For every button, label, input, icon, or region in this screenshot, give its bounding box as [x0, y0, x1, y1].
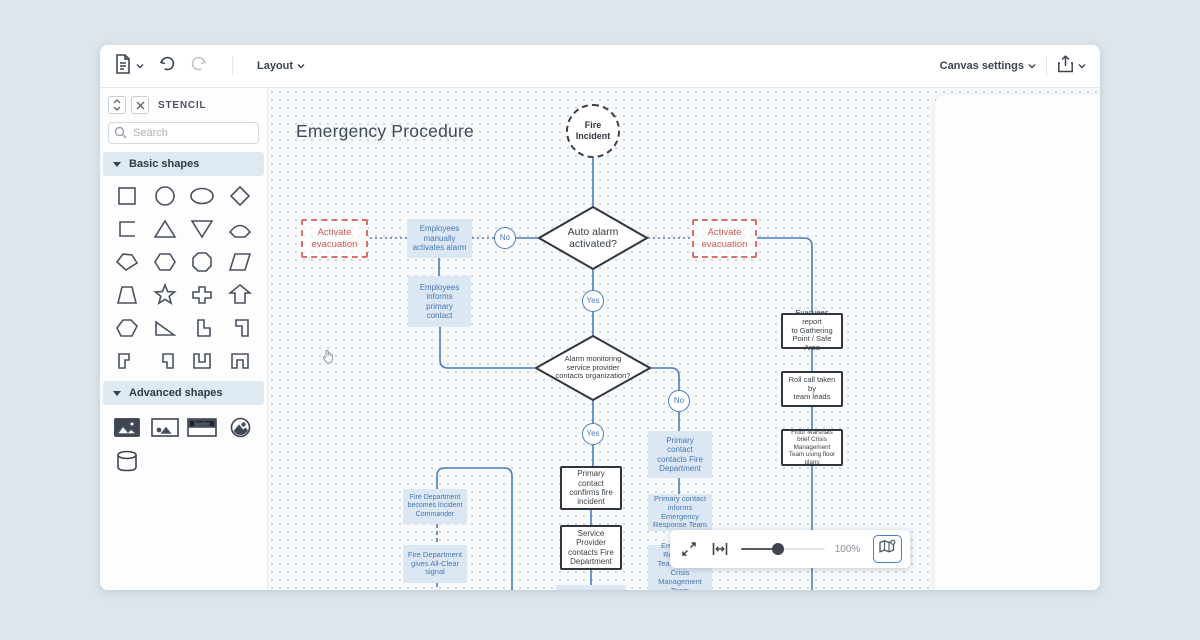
basic-shapes-label: Basic shapes: [129, 158, 200, 170]
redo-button[interactable]: [190, 55, 208, 78]
blank-page-area: [935, 95, 1100, 590]
layout-label: Layout: [257, 60, 294, 72]
bridge-shape-shape-icon[interactable]: [221, 349, 259, 373]
share-icon: [1057, 54, 1074, 78]
node-activate-evacuation-right[interactable]: Activate evacuation: [692, 219, 757, 258]
l-shape-shape-icon[interactable]: [184, 316, 222, 340]
zoom-control-panel: 100%: [670, 530, 910, 568]
canvas-settings-button[interactable]: Canvas settings: [940, 60, 1036, 72]
stencil-search-input[interactable]: [108, 122, 259, 144]
node-fire-department-gives-all-clear-signal[interactable]: Fire Department gives All-Clear signal: [403, 545, 467, 583]
node-floor-marshals-brief-crisis-management-team[interactable]: Floor Marshals brief Crisis Management T…: [781, 429, 843, 466]
advanced-shapes-section-header[interactable]: Advanced shapes: [103, 381, 264, 405]
arrow-up-shape-icon[interactable]: [221, 283, 259, 307]
stencil-panel-title: STENCIL: [158, 99, 207, 111]
document-menu-button[interactable]: [114, 53, 144, 79]
minimap-button[interactable]: [872, 535, 902, 563]
fan-shape-icon[interactable]: [221, 217, 259, 241]
step-up-shape-icon[interactable]: [146, 349, 184, 373]
node-primary-contact-contacts-fire-department[interactable]: Primary contact contacts Fire Department: [648, 431, 712, 478]
node-alarm-monitoring[interactable]: Alarm monitoring service provider contac…: [535, 335, 651, 401]
node-fire-incident[interactable]: Fire Incident: [566, 104, 620, 158]
image-outline-shape-icon[interactable]: [146, 415, 184, 439]
triangle-down-icon: [113, 161, 121, 167]
advanced-shapes-label: Advanced shapes: [129, 387, 223, 399]
trapezoid-shape-icon[interactable]: [108, 283, 146, 307]
collapse-panel-button[interactable]: [108, 96, 126, 114]
node-label-yes-1[interactable]: Yes: [582, 290, 604, 312]
triangle-down-icon: [113, 390, 121, 396]
node-employees-informs-primary-contact[interactable]: Employees informs primary contact: [408, 276, 471, 327]
toolbar-divider: [1046, 56, 1047, 76]
ellipse-shape-icon[interactable]: [184, 184, 222, 208]
node-employees-manually-activates-alarm[interactable]: Employees manually activates alarm: [407, 219, 472, 258]
advanced-shapes-grid: header: [100, 407, 267, 481]
cross-shape-icon[interactable]: [184, 283, 222, 307]
export-share-button[interactable]: [1057, 54, 1086, 78]
diagram-canvas[interactable]: Emergency Procedure: [268, 88, 1100, 590]
node-fire-department-becomes-incident-commander[interactable]: Fire Department becomes Incident Command…: [403, 489, 467, 524]
node-label-no-2[interactable]: No: [668, 390, 690, 412]
fit-to-width-icon[interactable]: [709, 538, 730, 560]
hexagon-shape-icon[interactable]: [146, 250, 184, 274]
chevron-down-icon: [1078, 62, 1086, 70]
node-activate-evacuation-left[interactable]: Activate evacuation: [301, 219, 368, 258]
circle-shape-icon[interactable]: [146, 184, 184, 208]
redo-icon: [190, 55, 208, 78]
top-toolbar: Layout Canvas settings: [100, 45, 1100, 88]
chevron-down-icon: [297, 62, 305, 70]
hand-cursor-icon: [322, 349, 335, 369]
node-primary-contact-informs-emergency-response-team[interactable]: Primary contact informs Emergency Respon…: [648, 494, 712, 531]
step-down-shape-icon[interactable]: [108, 349, 146, 373]
node-evacuees-report-to-gathering-point[interactable]: Evacuees report to Gathering Point / Saf…: [781, 308, 843, 352]
app-window: Layout Canvas settings STENCIL: [100, 45, 1100, 590]
image-circle-shape-icon[interactable]: [221, 415, 259, 439]
right-triangle-shape-icon[interactable]: [146, 316, 184, 340]
node-service-provider-contacts-fire-department[interactable]: Service Provider contacts Fire Departmen…: [560, 525, 622, 570]
pentagon-shape-icon[interactable]: [108, 250, 146, 274]
chevron-down-icon: [136, 62, 144, 70]
zoom-level-value: 100%: [834, 543, 861, 555]
basic-shapes-section-header[interactable]: Basic shapes: [103, 152, 264, 176]
chevron-down-icon: [1028, 62, 1036, 70]
zoom-slider-thumb[interactable]: [771, 543, 784, 555]
diagram-title[interactable]: Emergency Procedure: [296, 121, 474, 141]
node-label-yes-2[interactable]: Yes: [582, 423, 604, 445]
octagon-shape-icon[interactable]: [184, 250, 222, 274]
triangle-shape-icon[interactable]: [146, 217, 184, 241]
node-label-no-1[interactable]: No: [494, 227, 516, 249]
blob-shape-icon[interactable]: [108, 316, 146, 340]
node-roll-call-taken-by-team-leads[interactable]: Roll call taken by team leads: [781, 371, 843, 407]
fullscreen-icon[interactable]: [678, 538, 699, 560]
triangle-down-shape-icon[interactable]: [184, 217, 222, 241]
minimap-icon: [879, 539, 896, 559]
close-panel-button[interactable]: [131, 96, 149, 114]
toolbar-divider: [232, 56, 233, 76]
bracket-shape-icon[interactable]: [108, 217, 146, 241]
connector-lines: [368, 158, 813, 590]
header-box-shape-icon[interactable]: header: [184, 415, 222, 439]
square-shape-icon[interactable]: [108, 184, 146, 208]
zoom-slider[interactable]: [740, 542, 825, 556]
parallelogram-shape-icon[interactable]: [221, 250, 259, 274]
undo-button[interactable]: [158, 55, 176, 78]
cylinder-shape-icon[interactable]: [108, 449, 146, 473]
diamond-shape-icon[interactable]: [221, 184, 259, 208]
search-icon: [114, 126, 127, 144]
node-partial-bottom-node[interactable]: [556, 585, 626, 590]
basic-shapes-grid: [100, 178, 267, 379]
document-icon: [114, 53, 132, 79]
node-primary-contact-confirms-fire-incident[interactable]: Primary contact confirms fire incident: [560, 466, 622, 510]
canvas-settings-label: Canvas settings: [939, 60, 1024, 72]
undo-icon: [158, 55, 176, 78]
stencil-sidebar: STENCIL Basic shapes Advanced shapes hea…: [100, 88, 268, 590]
svg-text:header: header: [195, 421, 210, 426]
star-shape-icon[interactable]: [146, 283, 184, 307]
layout-menu-button[interactable]: Layout: [257, 60, 305, 72]
u-shape-shape-icon[interactable]: [184, 349, 222, 373]
image-filled-shape-icon[interactable]: [108, 415, 146, 439]
node-auto-alarm[interactable]: Auto alarm activated?: [538, 206, 648, 270]
corner-shape-shape-icon[interactable]: [221, 316, 259, 340]
